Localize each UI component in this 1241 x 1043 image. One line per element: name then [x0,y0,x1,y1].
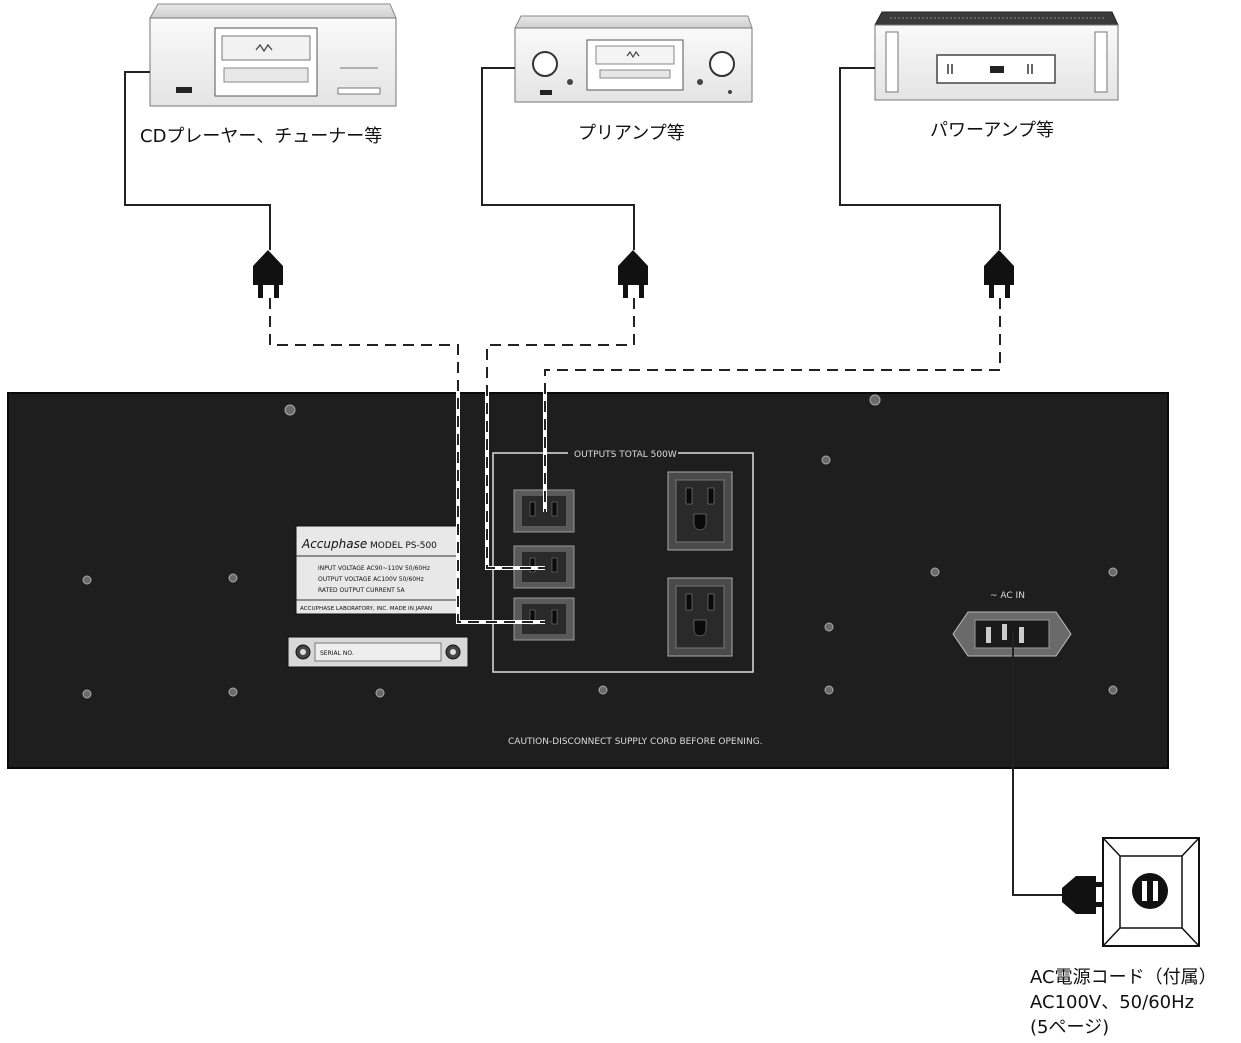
serial-plate: SERIAL NO. [288,637,468,667]
plug-3-icon [984,250,1014,298]
power-cord-label-line2: AC100V、50/60Hz [1030,992,1194,1013]
nameplate: Accuphase MODEL PS-500 INPUT VOLTAGE AC9… [296,526,460,614]
plug-2-icon [618,250,648,298]
preamp-device [515,16,752,102]
caution-text: CAUTION-DISCONNECT SUPPLY CORD BEFORE OP… [508,737,763,747]
rear-panel: Accuphase MODEL PS-500 INPUT VOLTAGE AC9… [8,393,1168,768]
outlet-large-2 [668,578,732,656]
preamp-left-knob [533,52,557,76]
preamp-right-knob [710,52,734,76]
nameplate-rated-output: RATED OUTPUT CURRENT 5A [318,587,405,594]
outlet-small-3 [514,598,574,640]
outlet-large-1 [668,472,732,550]
serial-label: SERIAL NO. [320,650,354,657]
power-amp-device [875,12,1118,100]
power-amp-label: パワーアンプ等 [930,120,1054,141]
outputs-label: OUTPUTS TOTAL 500W [574,450,677,460]
plug-1-icon [253,250,283,298]
cd-player-label: CDプレーヤー、チューナー等 [140,126,382,147]
cd-player-device [150,4,396,106]
nameplate-output-voltage: OUTPUT VOLTAGE AC100V 50/60Hz [318,576,424,583]
nameplate-input-voltage: INPUT VOLTAGE AC90~110V 50/60Hz [318,565,430,572]
wall-outlet-icon [1103,838,1199,946]
preamp-label: プリアンプ等 [578,123,685,144]
nameplate-brand: Accuphase [301,537,367,551]
ac-in-label: ~ AC IN [990,591,1025,601]
power-cord-label-line1: AC電源コード（付属） [1030,967,1217,988]
nameplate-maker: ACCUPHASE LABORATORY, INC. MADE IN JAPAN [300,606,432,612]
power-cord-label-line3: (5ページ) [1030,1017,1109,1038]
nameplate-model: MODEL PS-500 [370,541,437,551]
